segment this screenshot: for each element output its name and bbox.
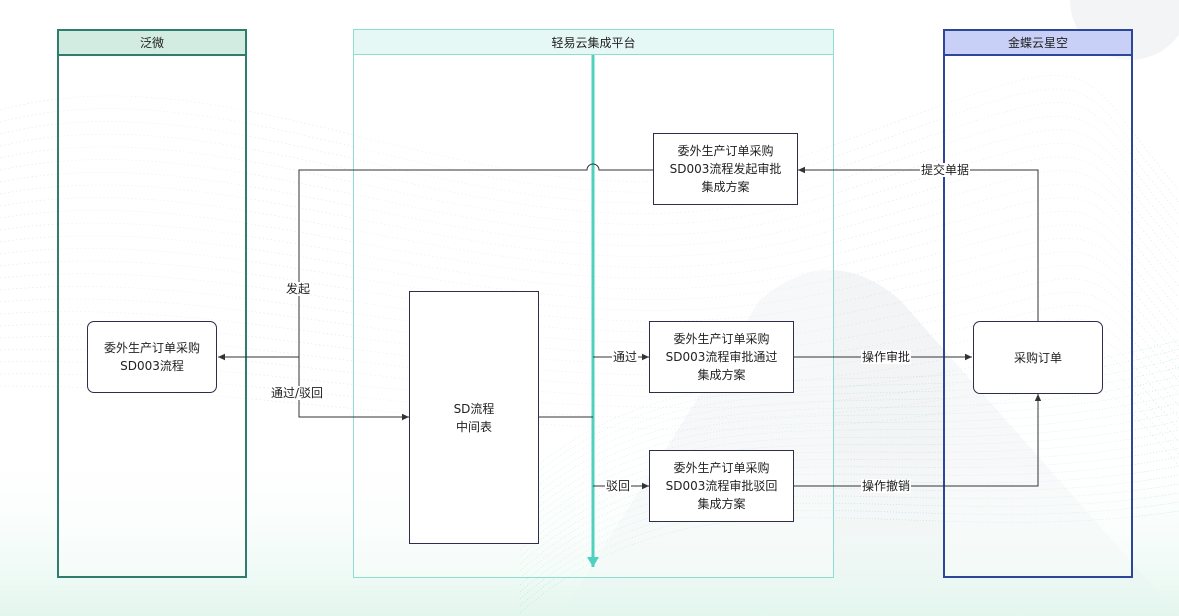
bg-wave-line-teal [519, 402, 1179, 530]
label-pass: 通过 [612, 350, 639, 364]
bg-wave-line-teal [519, 438, 1179, 558]
bg-wave-line-teal [519, 366, 1179, 502]
bg-wave-line-teal [519, 474, 1179, 586]
edge-pass-reject [298, 357, 409, 421]
label-operate-approve: 操作审批 [861, 350, 912, 364]
bg-wave-line [0, 251, 1179, 347]
node-plan-approve-line1: 委外生产订单采购 [673, 332, 770, 346]
label-submit-documents: 提交单据 [920, 163, 971, 177]
bg-wave-line-teal [519, 501, 1179, 607]
label-pass-reject: 通过/驳回 [270, 386, 325, 400]
bg-wave-line-teal [519, 483, 1179, 593]
bg-green-fade [0, 440, 1179, 616]
bg-wave-line-teal [519, 411, 1179, 537]
node-plan-initiate-line1: 委外生产订单采购 [677, 144, 774, 158]
bg-wave-line-teal [519, 375, 1179, 509]
bg-wave-line [0, 143, 1179, 251]
label-operate-cancel: 操作撤销 [861, 479, 912, 493]
bg-wave-line [0, 129, 1179, 239]
bg-wave-line-teal [519, 492, 1179, 600]
bg-wave-line-teal [519, 420, 1179, 544]
node-fanwei-process-line2: SD003流程 [120, 359, 184, 373]
label-initiate: 发起 [285, 282, 312, 296]
node-plan-initiate-line2: SD003流程发起审批 [669, 162, 782, 176]
bg-wave-line [0, 75, 1179, 191]
bg-wave-line-teal [519, 510, 1179, 614]
bg-wave-line-teal [519, 393, 1179, 523]
node-plan-reject-line2: SD003流程审批驳回 [665, 479, 778, 493]
swimlane-qingyi-title: 轻易云集成平台 [354, 30, 833, 55]
node-plan-approve-line2: SD003流程审批通过 [665, 350, 778, 364]
bg-wave-line-teal [519, 348, 1179, 488]
bg-wave-line-teal [519, 357, 1179, 495]
node-plan-initiate-approval[interactable]: 委外生产订单采购 SD003流程发起审批 集成方案 [653, 133, 798, 205]
bg-wave-line [0, 237, 1179, 335]
swimlane-kingdee-title: 金蝶云星空 [945, 31, 1131, 56]
node-fanwei-process[interactable]: 委外生产订单采购 SD003流程 [87, 321, 217, 393]
node-plan-reject-line1: 委外生产订单采购 [673, 461, 770, 475]
bg-wave-line-teal [519, 339, 1179, 481]
bg-wave-line [0, 170, 1179, 275]
node-sd-intermediate-table-line2: 中间表 [455, 419, 492, 434]
node-plan-approval-pass[interactable]: 委外生产订单采购 SD003流程审批通过 集成方案 [649, 321, 794, 393]
node-plan-reject-line3: 集成方案 [697, 497, 746, 511]
bg-wave-line-teal [519, 429, 1179, 551]
bg-wave-line [0, 224, 1179, 323]
node-purchase-order[interactable]: 采购订单 [973, 321, 1103, 394]
swimlane-fanwei: 泛微 [57, 29, 247, 578]
node-plan-initiate-line3: 集成方案 [701, 180, 750, 194]
swimlane-fanwei-title: 泛微 [59, 31, 245, 56]
edge-operate-cancel [794, 394, 1042, 487]
bg-wave-line-teal [519, 465, 1179, 579]
node-sd-intermediate-table-line1: SD流程 [453, 401, 495, 416]
bg-wave-line [0, 183, 1179, 287]
bg-wave-line [0, 88, 1179, 203]
node-purchase-order-label: 采购订单 [1013, 350, 1062, 365]
node-plan-approval-reject[interactable]: 委外生产订单采购 SD003流程审批驳回 集成方案 [649, 450, 794, 522]
bg-wave-line-teal [519, 447, 1179, 565]
bg-wave-line-teal [519, 384, 1179, 516]
edge-initiate-line [298, 163, 653, 357]
node-sd-intermediate-table[interactable]: SD流程 中间表 [409, 291, 539, 544]
node-fanwei-process-line1: 委外生产订单采购 [103, 341, 200, 355]
bg-wave-line [0, 291, 1179, 383]
bg-wave-line-teal [519, 456, 1179, 572]
node-plan-approve-line3: 集成方案 [697, 368, 746, 382]
edge-submit-documents [798, 166, 1039, 321]
label-reject: 驳回 [605, 479, 632, 493]
